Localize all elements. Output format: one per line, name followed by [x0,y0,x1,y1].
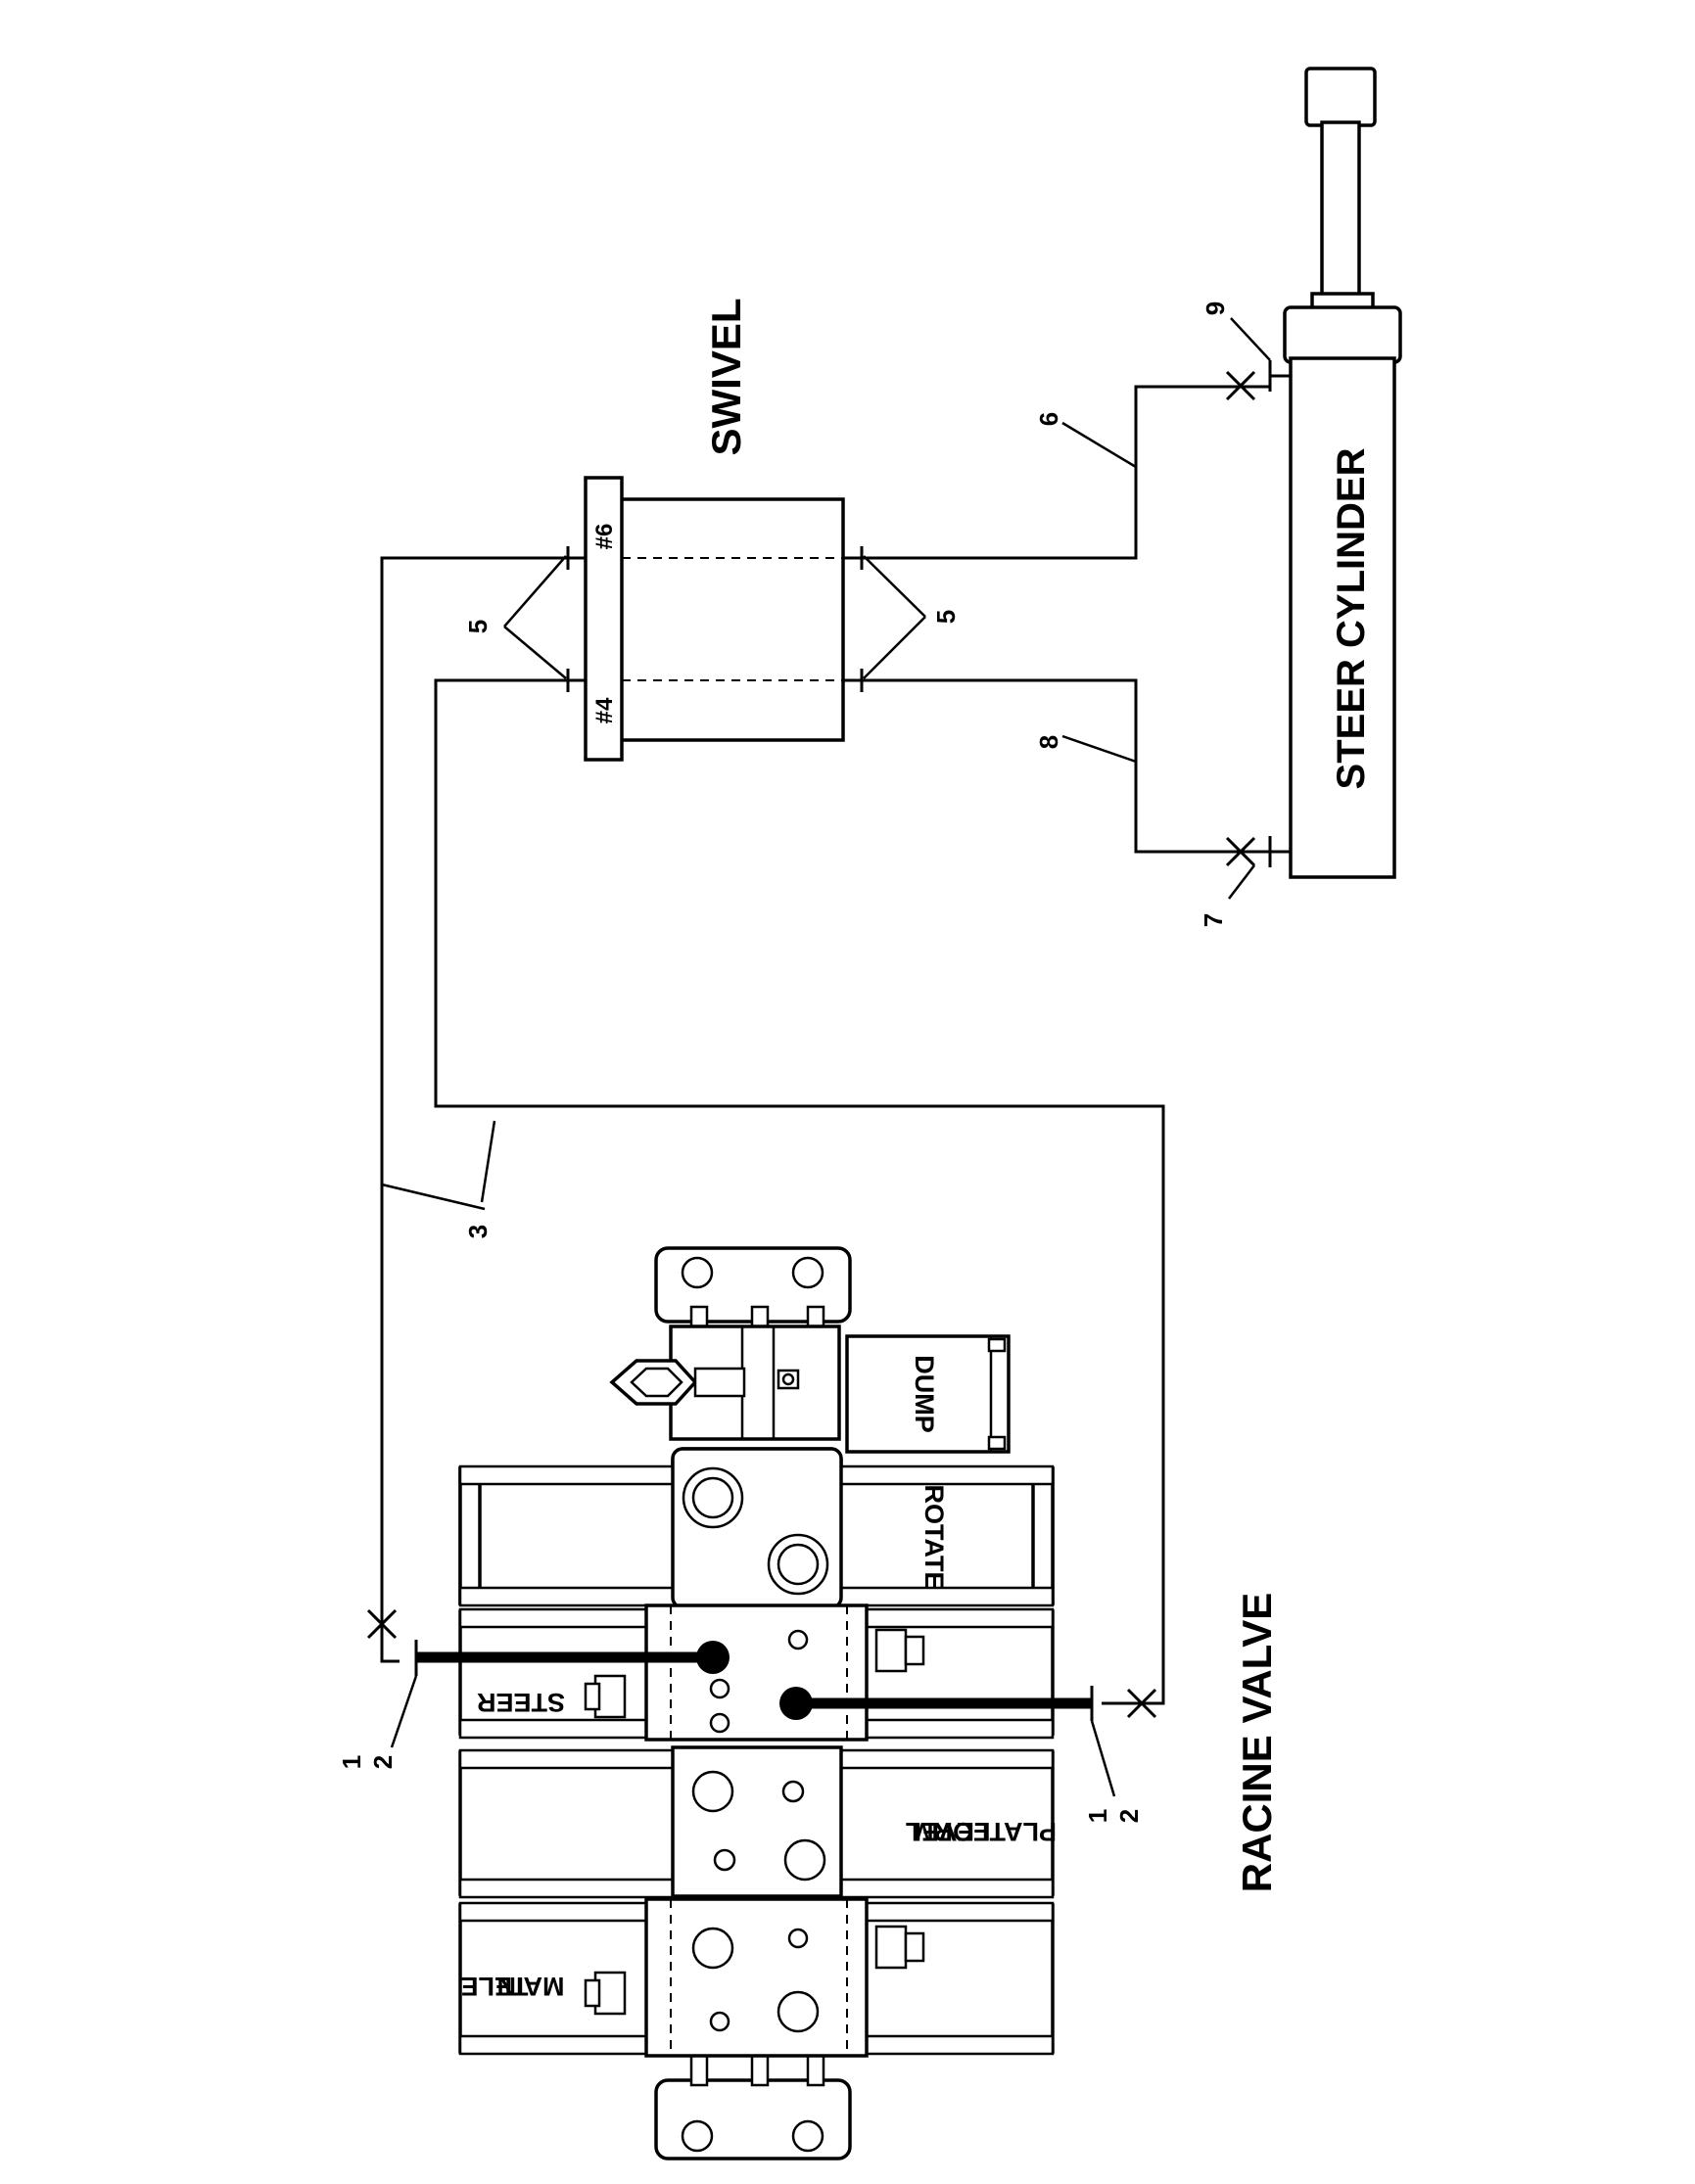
callout-6: 6 [1034,412,1063,426]
callout-1-bottom: 1 [1083,1809,1112,1823]
section-label-platform-line2: LEVEL [905,1817,990,1846]
callout-9: 9 [1201,302,1230,315]
cylinder-port-rod [1268,360,1291,392]
section-label-main-line1: MAIN [497,1972,565,2001]
callout-leaders [381,317,1271,1797]
callout-3: 3 [463,1225,493,1238]
racine-valve-label: RACINE VALVE [1234,1593,1280,1892]
racine-valve: DUMP ROTATE STEER [414,1246,1094,2161]
section-label-platform-line1: PLATFORM [912,1817,1057,1846]
callout-7: 7 [1199,913,1228,927]
section-label-main-line2: TELE [460,1972,528,2001]
hose-8 [862,678,1270,854]
callout-5-right: 5 [931,610,961,624]
callout-8: 8 [1034,735,1063,749]
hose-6 [862,385,1270,560]
steer-cylinder: STEER CYLINDER [1283,67,1402,879]
swivel: #6 #4 [584,476,845,762]
swivel-label: SWIVEL [703,298,749,455]
port-4-label: #4 [591,697,618,723]
callout-2-bottom: 2 [1114,1809,1144,1823]
hose-3-lower [434,678,1165,1705]
steer-cylinder-label: STEER CYLINDER [1330,447,1373,789]
callout-5-left: 5 [463,620,493,633]
callout-1-top: 1 [337,1755,366,1769]
callout-2-top: 2 [368,1755,398,1769]
port-6-label: #6 [591,524,618,550]
hose-3-upper [380,556,568,1663]
section-label-rotate: ROTATE [919,1485,949,1590]
section-label-steer: STEER [477,1688,565,1717]
section-label-dump: DUMP [910,1355,939,1433]
hose-end-markers [366,370,1256,1719]
cylinder-port-base [1268,836,1291,867]
